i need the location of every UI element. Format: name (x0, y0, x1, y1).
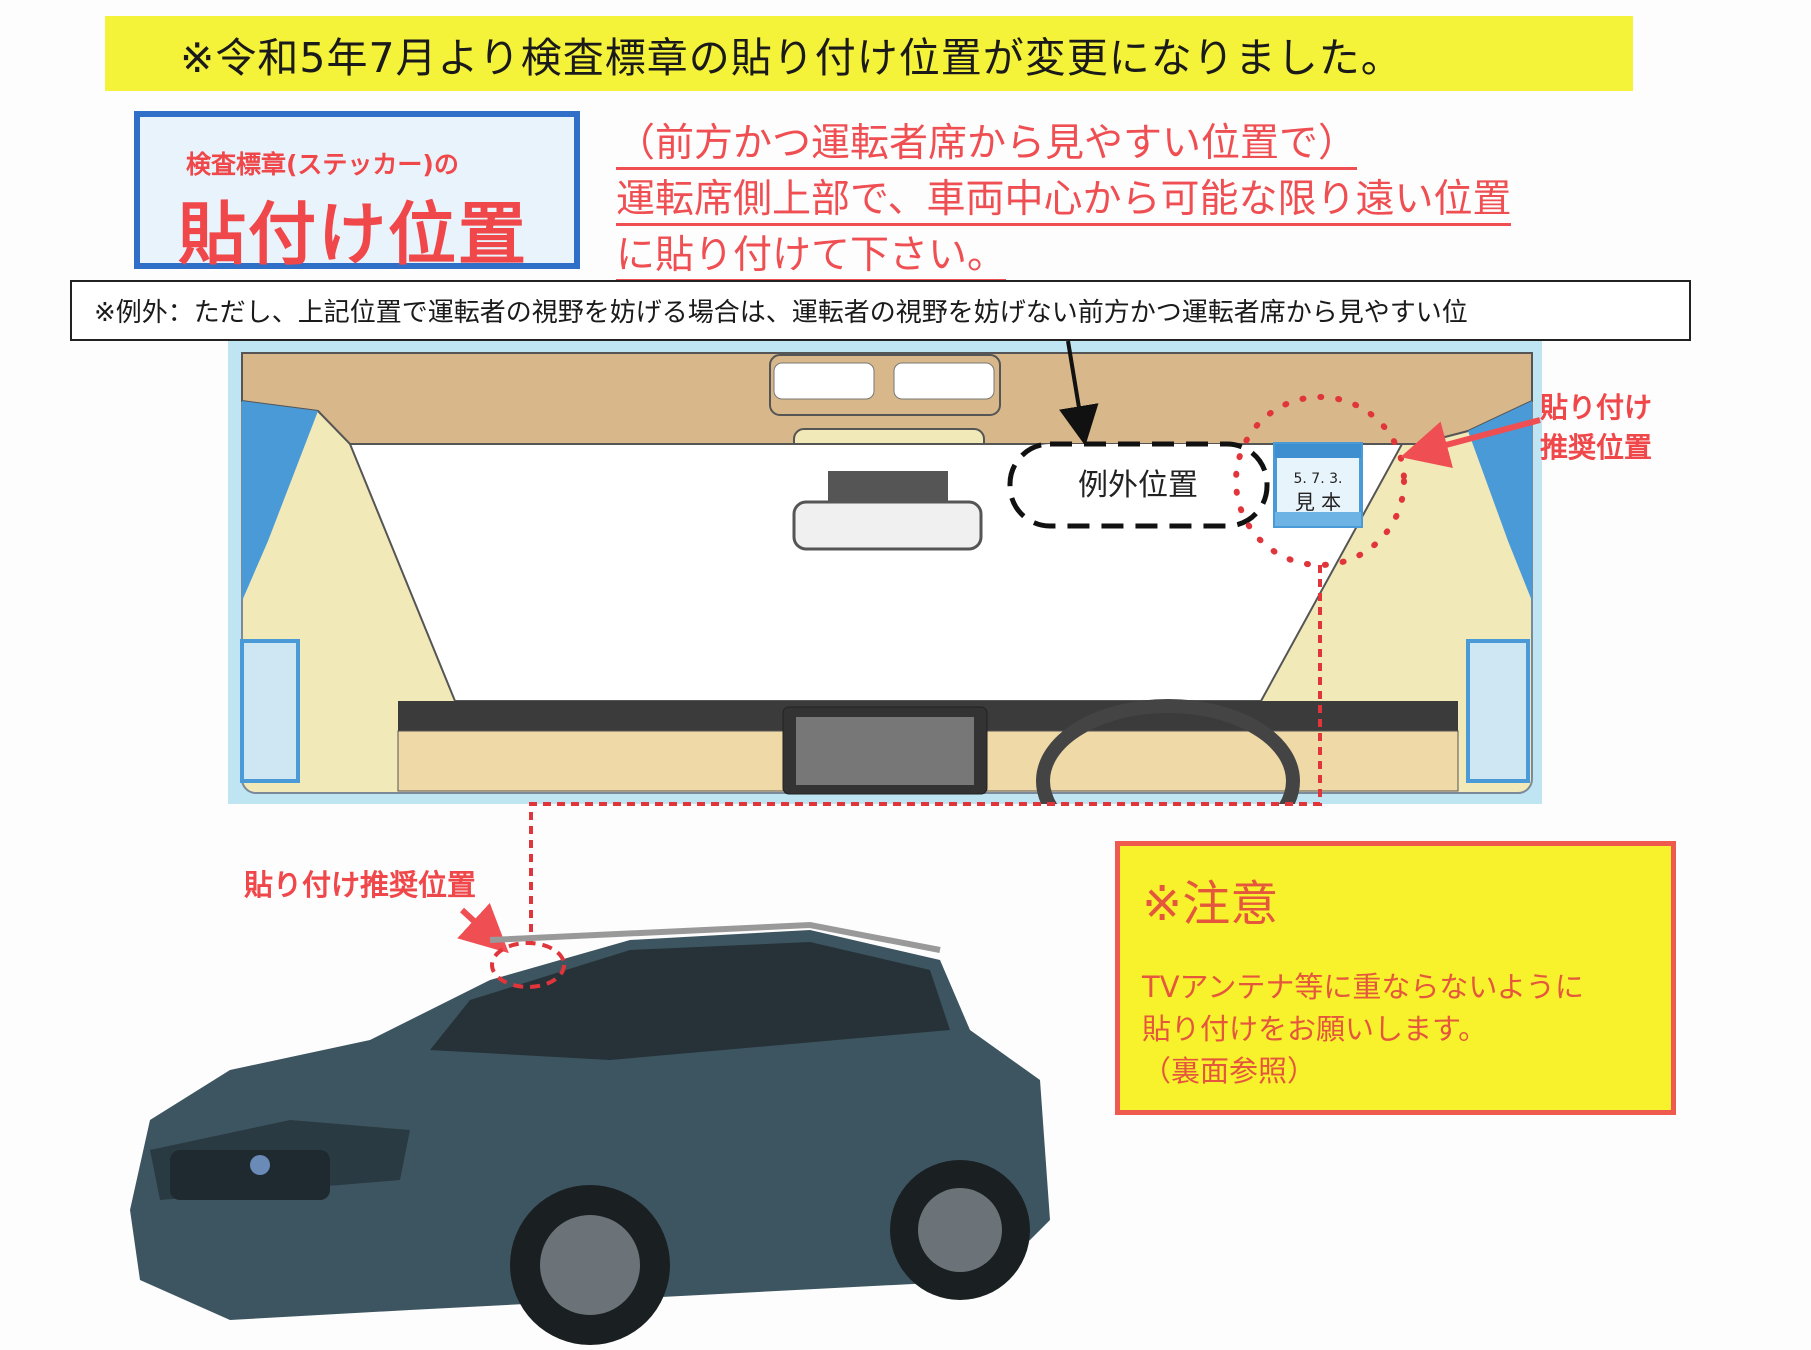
windshield-illustration: 例外位置 5. 7. 3. 見 本 (228, 341, 1542, 804)
exception-position-label: 例外位置 (1078, 468, 1198, 503)
exception-position-marker (1007, 441, 1270, 529)
instruction-line: （前方かつ運転者席から見やすい位置で） (616, 121, 1358, 170)
notice-line: 貼り付けをお願いします。 (1142, 1012, 1488, 1046)
sticker-sample: 見 本 (1295, 490, 1341, 514)
recommended-position-circle (1233, 394, 1407, 568)
recommended-label-line: 推奨位置 (1540, 431, 1653, 464)
title-subtitle: 検査標章(ステッカー)の (186, 150, 459, 179)
sticker-date: 5. 7. 3. (1294, 471, 1343, 487)
recommended-label-right: 貼り付け 推奨位置 (1540, 388, 1652, 468)
notice-box: ※注意 TVアンテナ等に重ならないように 貼り付けをお願いします。 （裏面参照） (1115, 841, 1676, 1115)
instruction-line: 運転席側上部で、車両中心から可能な限り遠い位置 (616, 177, 1512, 226)
notice-body: TVアンテナ等に重ならないように 貼り付けをお願いします。 （裏面参照） (1142, 966, 1584, 1092)
inspection-sticker: 5. 7. 3. 見 本 (1273, 442, 1363, 528)
announcement-text: ※令和5年7月より検査標章の貼り付け位置が変更になりました。 (180, 33, 1403, 82)
exception-note: ※例外：ただし、上記位置で運転者の視野を妨げる場合は、運転者の視野を妨げない前方… (70, 280, 1691, 341)
car-photo (130, 921, 1050, 1345)
instructions: （前方かつ運転者席から見やすい位置で） 運転席側上部で、車両中心から可能な限り遠… (616, 118, 1512, 286)
recommended-label-line: 貼り付け (1540, 391, 1653, 424)
announcement-banner: ※令和5年7月より検査標章の貼り付け位置が変更になりました。 (105, 16, 1633, 91)
exception-note-text: ※例外：ただし、上記位置で運転者の視野を妨げる場合は、運転者の視野を妨げない前方… (94, 298, 1468, 328)
notice-heading: ※注意 (1142, 876, 1279, 932)
instruction-line: に貼り付けて下さい。 (616, 233, 1007, 282)
notice-line: TVアンテナ等に重ならないように (1142, 970, 1584, 1004)
recommended-label-left: 貼り付け推奨位置 (244, 868, 477, 902)
title-heading: 貼付け位置 (178, 196, 529, 275)
notice-line: （裏面参照） (1142, 1054, 1317, 1088)
title-box: 検査標章(ステッカー)の 貼付け位置 (134, 111, 580, 275)
